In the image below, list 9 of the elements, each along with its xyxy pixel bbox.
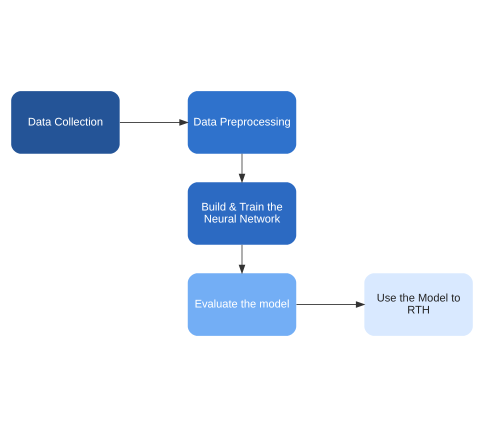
node-box: Data Preprocessing bbox=[188, 91, 296, 154]
node-box: Data Collection bbox=[11, 91, 120, 154]
node-box: Use the Model to RTH bbox=[364, 273, 473, 336]
node-box: Evaluate the model bbox=[188, 273, 296, 336]
arrow bbox=[238, 153, 246, 184]
arrow bbox=[238, 244, 246, 274]
node-box: Build & Train the Neural Network bbox=[188, 182, 296, 245]
arrow bbox=[296, 301, 366, 308]
arrow bbox=[120, 119, 189, 126]
